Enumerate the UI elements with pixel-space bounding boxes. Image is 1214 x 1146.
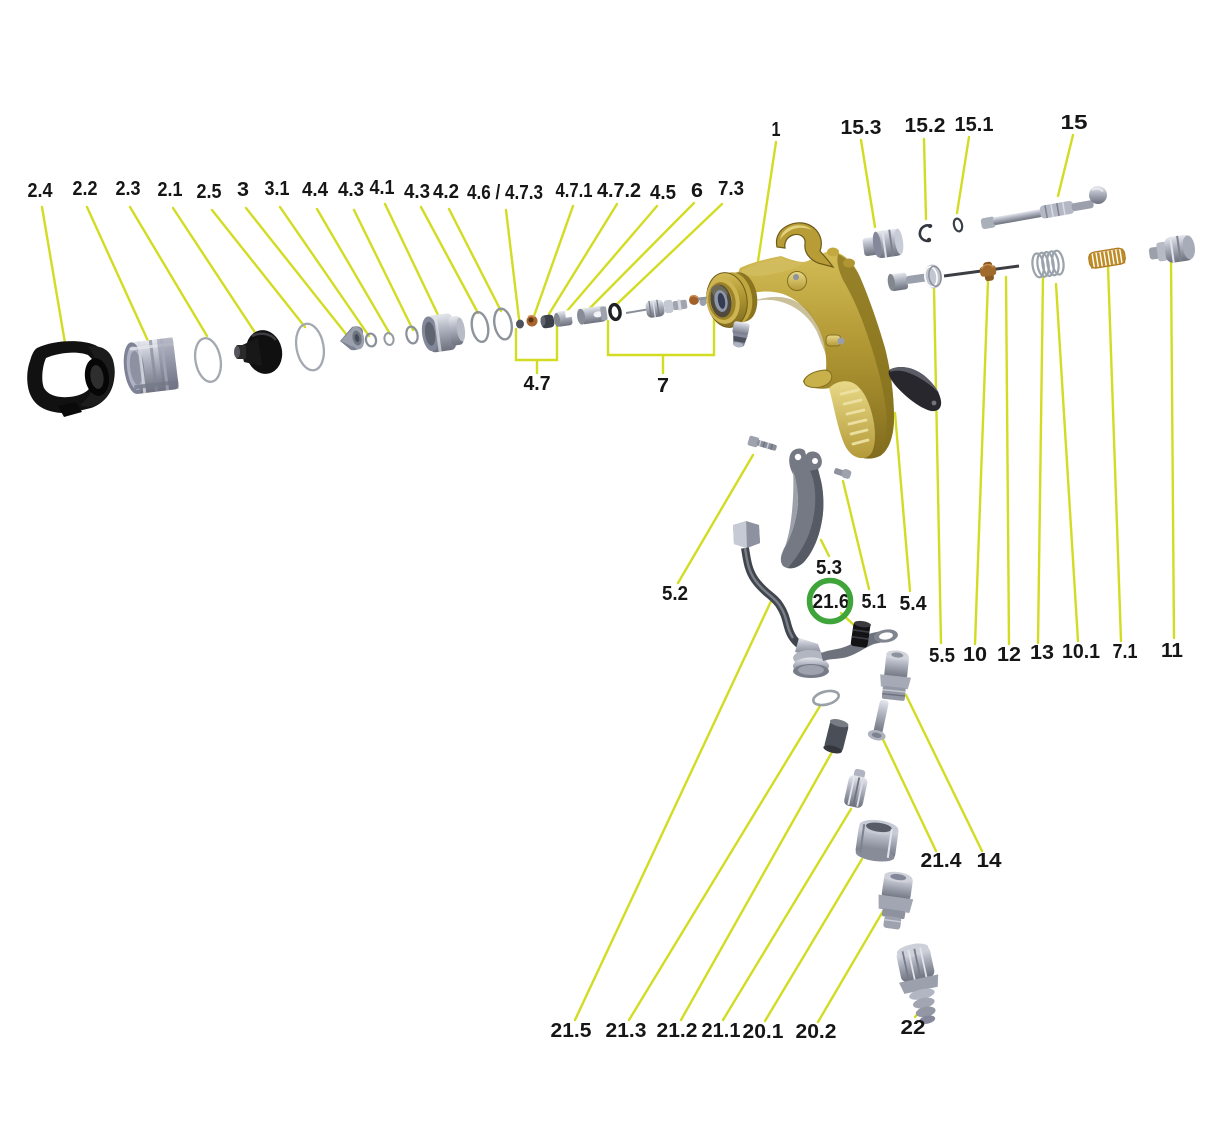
svg-text:4.3: 4.3 (338, 179, 364, 201)
svg-text:4.4: 4.4 (302, 179, 329, 201)
svg-text:4.2: 4.2 (433, 181, 459, 203)
svg-text:20.2: 20.2 (796, 1021, 837, 1043)
svg-text:14: 14 (977, 850, 1003, 872)
svg-text:15.1: 15.1 (955, 114, 994, 136)
svg-text:7: 7 (657, 375, 669, 397)
svg-text:5.1: 5.1 (862, 591, 887, 613)
svg-text:21.3: 21.3 (606, 1020, 647, 1042)
svg-text:1: 1 (772, 119, 781, 141)
svg-text:10.1: 10.1 (1062, 641, 1100, 663)
svg-text:20.1: 20.1 (743, 1021, 784, 1043)
svg-text:22: 22 (901, 1017, 926, 1039)
svg-text:4.3: 4.3 (404, 181, 430, 203)
svg-text:10: 10 (963, 644, 987, 666)
svg-text:15.2: 15.2 (905, 115, 946, 137)
svg-text:4.7.2: 4.7.2 (597, 180, 641, 202)
svg-text:5.5: 5.5 (929, 645, 955, 667)
svg-text:21.4: 21.4 (921, 850, 963, 872)
svg-text:3: 3 (237, 179, 249, 201)
svg-text:5.2: 5.2 (662, 583, 688, 605)
svg-text:21.5: 21.5 (551, 1020, 592, 1042)
svg-text:2.5: 2.5 (197, 181, 222, 203)
svg-text:3.1: 3.1 (265, 178, 290, 200)
svg-text:7.1: 7.1 (1113, 641, 1138, 663)
svg-text:4.5: 4.5 (650, 182, 676, 204)
svg-text:12: 12 (997, 644, 1021, 666)
svg-text:7.3: 7.3 (718, 178, 744, 200)
svg-text:2.3: 2.3 (116, 178, 141, 200)
svg-text:21.2: 21.2 (657, 1020, 698, 1042)
svg-text:4.7.1: 4.7.1 (556, 180, 593, 202)
svg-text:4.6 / 4.7.3: 4.6 / 4.7.3 (467, 182, 543, 204)
svg-text:5.3: 5.3 (816, 557, 842, 579)
svg-text:13: 13 (1030, 642, 1054, 664)
svg-text:21.1: 21.1 (702, 1020, 741, 1042)
svg-text:11: 11 (1161, 640, 1183, 662)
svg-text:21.6: 21.6 (813, 591, 850, 613)
svg-text:2.1: 2.1 (158, 179, 183, 201)
svg-text:15: 15 (1061, 112, 1088, 134)
svg-text:5.4: 5.4 (900, 593, 928, 615)
svg-text:2.4: 2.4 (28, 180, 54, 202)
svg-text:2.2: 2.2 (73, 178, 98, 200)
svg-text:15.3: 15.3 (841, 117, 882, 139)
svg-text:4.1: 4.1 (370, 177, 395, 199)
svg-text:4.7: 4.7 (524, 373, 551, 395)
svg-text:6: 6 (691, 180, 703, 202)
